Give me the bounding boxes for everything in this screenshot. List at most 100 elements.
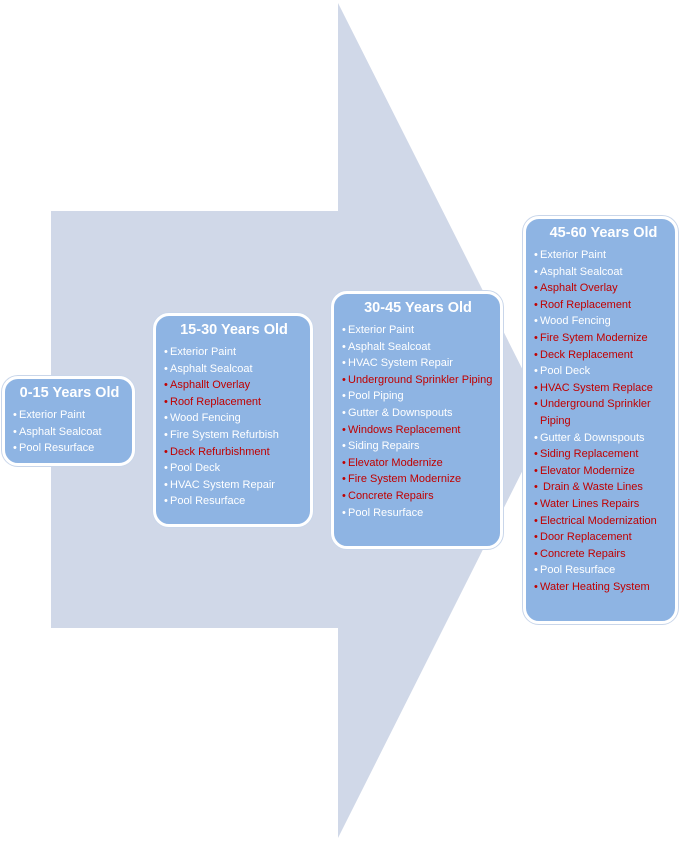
stage-item: •Underground Sprinkler Piping bbox=[534, 396, 673, 429]
stage-item-label: Asphalt Sealcoat bbox=[348, 340, 431, 353]
stage-item-label: Roof Replacement bbox=[540, 298, 632, 311]
stage-item: •Pool Resurface bbox=[534, 562, 673, 579]
stage-item-label: Pool Piping bbox=[348, 390, 404, 403]
bullet-icon: • bbox=[342, 373, 346, 386]
bullet-icon: • bbox=[534, 331, 538, 344]
bullet-icon: • bbox=[534, 497, 538, 510]
stage-item: •Asphalt Overlay bbox=[534, 280, 673, 297]
bullet-icon: • bbox=[13, 409, 17, 421]
bullet-icon: • bbox=[342, 357, 346, 370]
stage-item: •HVAC System Replace bbox=[534, 380, 673, 397]
stage-item: •Exterior Paint bbox=[534, 247, 673, 264]
bullet-icon: • bbox=[534, 547, 538, 560]
stage-item-label: Asphalt Sealcoat bbox=[540, 265, 623, 278]
stage-item-label: Deck Replacement bbox=[540, 348, 633, 361]
stage-item-label: Siding Replacement bbox=[540, 448, 639, 461]
bullet-icon: • bbox=[342, 489, 346, 502]
stage-item: •Elevator Modernize bbox=[534, 463, 673, 480]
bullet-icon: • bbox=[534, 580, 538, 593]
stage-item: •HVAC System Repair bbox=[342, 355, 494, 372]
bullet-icon: • bbox=[342, 456, 346, 469]
stage-box-45-60: 45-60 Years Old•Exterior Paint•Asphalt S… bbox=[523, 216, 678, 624]
stage-item: •Fire System Refurbish bbox=[164, 427, 304, 444]
stage-title: 0-15 Years Old bbox=[19, 385, 120, 401]
stage-item: •Exterior Paint bbox=[164, 344, 304, 361]
stage-item-label: HVAC System Replace bbox=[540, 381, 653, 394]
bullet-icon: • bbox=[534, 514, 538, 527]
stage-item: •Pool Resurface bbox=[164, 493, 304, 510]
stage-item-label: Pool Deck bbox=[170, 462, 221, 475]
stage-item-label: Fire Sytem Modernize bbox=[540, 331, 648, 344]
stage-item-label: Water Heating System bbox=[540, 580, 650, 593]
stage-item-label: Pool Resurface bbox=[19, 442, 95, 455]
stage-box-30-45: 30-45 Years Old•Exterior Paint•Asphalt S… bbox=[331, 291, 503, 549]
stage-item-label: Underground Sprinkler Piping bbox=[348, 373, 493, 386]
bullet-icon: • bbox=[534, 464, 538, 477]
stage-item-label: Siding Repairs bbox=[348, 440, 420, 453]
bullet-icon: • bbox=[342, 406, 346, 419]
stage-item: •Roof Replacement bbox=[534, 297, 673, 314]
bullet-icon: • bbox=[164, 428, 168, 441]
stage-item-label: Pool Resurface bbox=[540, 564, 616, 577]
bullet-icon: • bbox=[164, 379, 168, 392]
bullet-icon: • bbox=[342, 324, 346, 336]
stage-item: •Pool Deck bbox=[534, 363, 673, 380]
stage-item: •Siding Repairs bbox=[342, 438, 494, 455]
bullet-icon: • bbox=[342, 506, 346, 519]
stage-item-label: Windows Replacement bbox=[348, 423, 461, 436]
stage-item: •Roof Replacement bbox=[164, 394, 304, 411]
bullet-icon: • bbox=[534, 315, 538, 328]
bullet-icon: • bbox=[534, 265, 538, 278]
bullet-icon: • bbox=[164, 395, 168, 408]
stage-item: •Windows Replacement bbox=[342, 422, 494, 439]
stage-item-label: Concrete Repairs bbox=[540, 547, 626, 560]
stage-item: •Fire System Modernize bbox=[342, 471, 494, 488]
stage-item: •Concrete Repairs bbox=[342, 488, 494, 505]
stage-item: •Water Lines Repairs bbox=[534, 496, 673, 513]
stage-item-label: Exterior Paint bbox=[540, 249, 607, 261]
stage-item: •Asphalt Sealcoat bbox=[164, 361, 304, 378]
stage-title: 15-30 Years Old bbox=[180, 322, 288, 338]
stage-item-label: Elevator Modernize bbox=[348, 456, 443, 469]
stage-item-label: Asphalt Sealcoat bbox=[170, 362, 253, 375]
stage-item: •Gutter & Downspouts bbox=[342, 405, 494, 422]
stage-item-label: Underground Sprinkler Piping bbox=[540, 398, 651, 427]
stage-item-label: HVAC System Repair bbox=[348, 357, 453, 370]
stage-item-label: Gutter & Downspouts bbox=[540, 431, 645, 444]
stage-item-label: Wood Fencing bbox=[170, 412, 241, 425]
stage-item-label: Exterior Paint bbox=[348, 324, 415, 336]
stage-item-label: Drain & Waste Lines bbox=[540, 481, 643, 494]
stage-item: •Electrical Modernization bbox=[534, 513, 673, 530]
stage-item: •Elevator Modernize bbox=[342, 455, 494, 472]
bullet-icon: • bbox=[534, 298, 538, 311]
stage-item: •Wood Fencing bbox=[534, 313, 673, 330]
stage-item: •Fire Sytem Modernize bbox=[534, 330, 673, 347]
stage-item: •Siding Replacement bbox=[534, 446, 673, 463]
stage-item-label: Gutter & Downspouts bbox=[348, 406, 453, 419]
stage-item: •Water Heating System bbox=[534, 579, 673, 596]
stage-item: •Asphalt Sealcoat bbox=[342, 339, 494, 356]
stage-item: •Deck Refurbishment bbox=[164, 444, 304, 461]
stage-item-label: Elevator Modernize bbox=[540, 464, 635, 477]
bullet-icon: • bbox=[342, 440, 346, 453]
bullet-icon: • bbox=[534, 381, 538, 394]
bullet-icon: • bbox=[164, 495, 168, 508]
stage-title: 30-45 Years Old bbox=[364, 300, 472, 316]
stage-item-label: Asphalt Sealcoat bbox=[19, 425, 102, 438]
stage-item: •Pool Piping bbox=[342, 388, 494, 405]
stage-item-label: HVAC System Repair bbox=[170, 478, 275, 491]
bullet-icon: • bbox=[534, 282, 538, 295]
stage-item: •Deck Replacement bbox=[534, 347, 673, 364]
stage-item: •Wood Fencing bbox=[164, 410, 304, 427]
bullet-icon: • bbox=[164, 462, 168, 475]
stage-item: •Exterior Paint bbox=[342, 322, 494, 339]
bullet-icon: • bbox=[13, 442, 17, 455]
stage-title: 45-60 Years Old bbox=[549, 225, 658, 241]
stage-item-label: Door Replacement bbox=[540, 531, 632, 544]
stage-box-0-15: 0-15 Years Old•Exterior Paint•Asphalt Se… bbox=[2, 376, 135, 466]
stage-item-label: Fire System Modernize bbox=[348, 473, 462, 486]
stage-item: •Asphalt Sealcoat bbox=[13, 424, 126, 441]
stage-box-15-30: 15-30 Years Old•Exterior Paint•Asphalt S… bbox=[153, 313, 313, 527]
stage-item-label: Pool Deck bbox=[540, 365, 591, 378]
bullet-icon: • bbox=[534, 531, 538, 544]
